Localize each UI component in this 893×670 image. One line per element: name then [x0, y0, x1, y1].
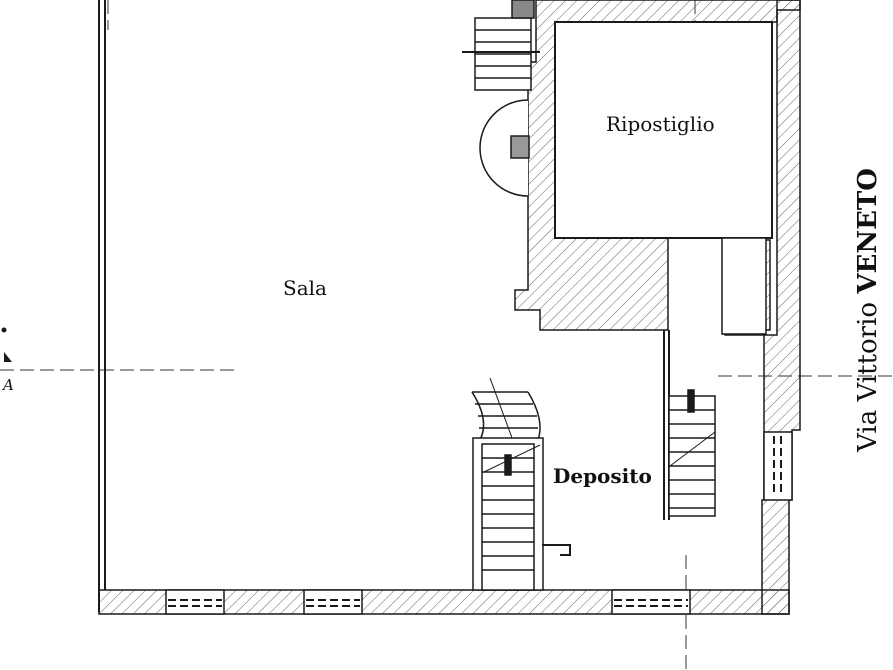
- top-stair: [462, 0, 540, 91]
- street-label: Via Vittorio VENETO: [853, 168, 883, 452]
- room-label-deposito: Deposito: [553, 464, 652, 488]
- room-label-sala: Sala: [283, 276, 327, 300]
- half-round: [479, 99, 530, 197]
- section-marker-label: A: [3, 376, 14, 394]
- room-label-ripostiglio: Ripostiglio: [606, 112, 715, 136]
- bottom-wall: [98, 589, 790, 615]
- street-name: VENETO: [853, 168, 883, 294]
- street-prefix: Via Vittorio: [853, 301, 883, 452]
- ripostiglio-walls: [514, 0, 801, 335]
- right-stair: [668, 389, 716, 517]
- outer-walls: [98, 0, 106, 612]
- curved-stair: [471, 377, 571, 591]
- section-arrow-icon: [1, 327, 12, 362]
